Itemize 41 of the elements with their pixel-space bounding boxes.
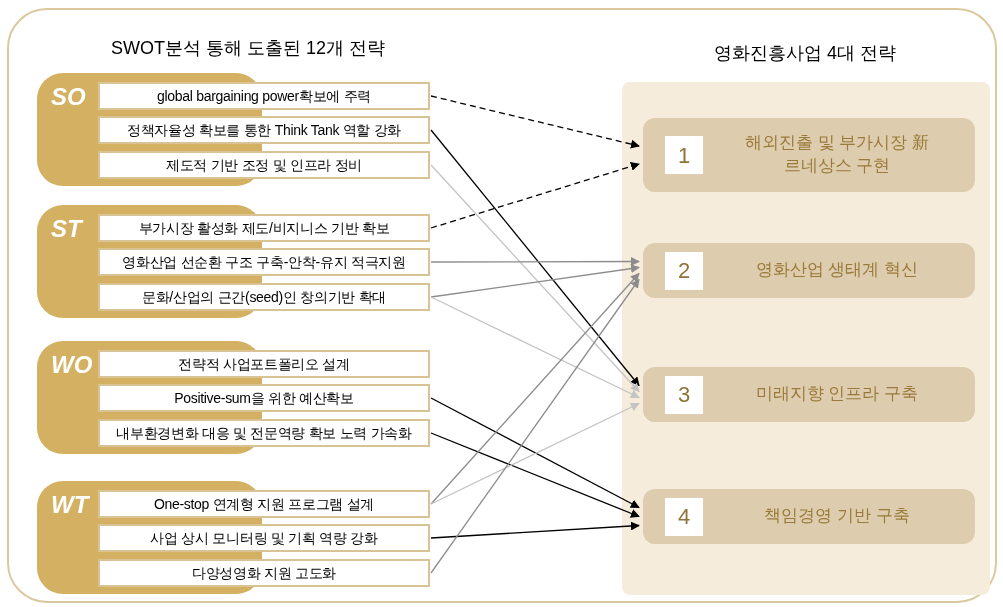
arrow <box>430 278 640 574</box>
strategy-title: 미래지향 인프라 구축 <box>754 383 920 406</box>
strategy-number: 3 <box>665 375 703 414</box>
arrow <box>430 129 640 387</box>
strategy-item-box: 부가시장 활성화 제도/비지니스 기반 확보 <box>98 214 430 242</box>
strategy-item-box: 영화산업 선순환 구조 구축-안착-유지 적극지원 <box>98 248 430 276</box>
strategy-box <box>643 243 975 298</box>
strategy-number: 2 <box>665 251 703 290</box>
arrow <box>430 432 640 518</box>
strategy-number: 1 <box>665 136 703 174</box>
arrow <box>430 257 640 266</box>
arrow <box>430 272 640 505</box>
swot-label: SO <box>51 82 86 112</box>
strategy-title: 책임경영 기반 구축 <box>763 505 911 528</box>
strategy-item-box: 제도적 기반 조정 및 인프라 정비 <box>98 151 430 179</box>
heading: 영화진흥사업 4대 전략 <box>713 42 897 65</box>
arrow <box>430 162 640 229</box>
arrow <box>430 164 640 393</box>
strategy-item-box: 다양성영화 지원 고도화 <box>98 559 430 587</box>
swot-label: WT <box>51 490 89 520</box>
arrow <box>430 264 640 298</box>
arrow <box>430 296 640 399</box>
strategy-title: 영화산업 생태계 혁신 <box>754 259 920 282</box>
strategy-box <box>643 118 975 192</box>
strategy-item-box: 문화/산업의 근간(seed)인 창의기반 확대 <box>98 283 430 311</box>
swot-label: ST <box>51 214 82 244</box>
strategy-number: 4 <box>665 497 703 536</box>
strategy-box <box>643 489 975 544</box>
strategy-item-box: 사업 상시 모니터링 및 기획 역량 강화 <box>98 524 430 552</box>
arrow <box>430 521 640 539</box>
strategy-item-box: One-stop 연계형 지원 프로그램 설계 <box>98 490 430 518</box>
strategy-box <box>643 367 975 422</box>
strategy-title: 해외진출 및 부가시장 新르네상스 구현 <box>743 132 931 177</box>
strategy-item-box: Positive-sum을 위한 예산확보 <box>98 384 430 412</box>
strategy-item-box: 정책자율성 확보를 통한 Think Tank 역할 강화 <box>98 116 430 144</box>
arrow <box>430 95 640 149</box>
strategy-item-box: 전략적 사업포트폴리오 설계 <box>98 350 430 378</box>
heading: SWOT분석 통해 도출된 12개 전략 <box>110 37 386 60</box>
strategy-item-box: global bargaining power확보에 주력 <box>98 82 430 110</box>
strategy-item-box: 내부환경변화 대응 및 전문역량 확보 노력 가속화 <box>98 419 430 447</box>
swot-label: WO <box>51 350 93 380</box>
